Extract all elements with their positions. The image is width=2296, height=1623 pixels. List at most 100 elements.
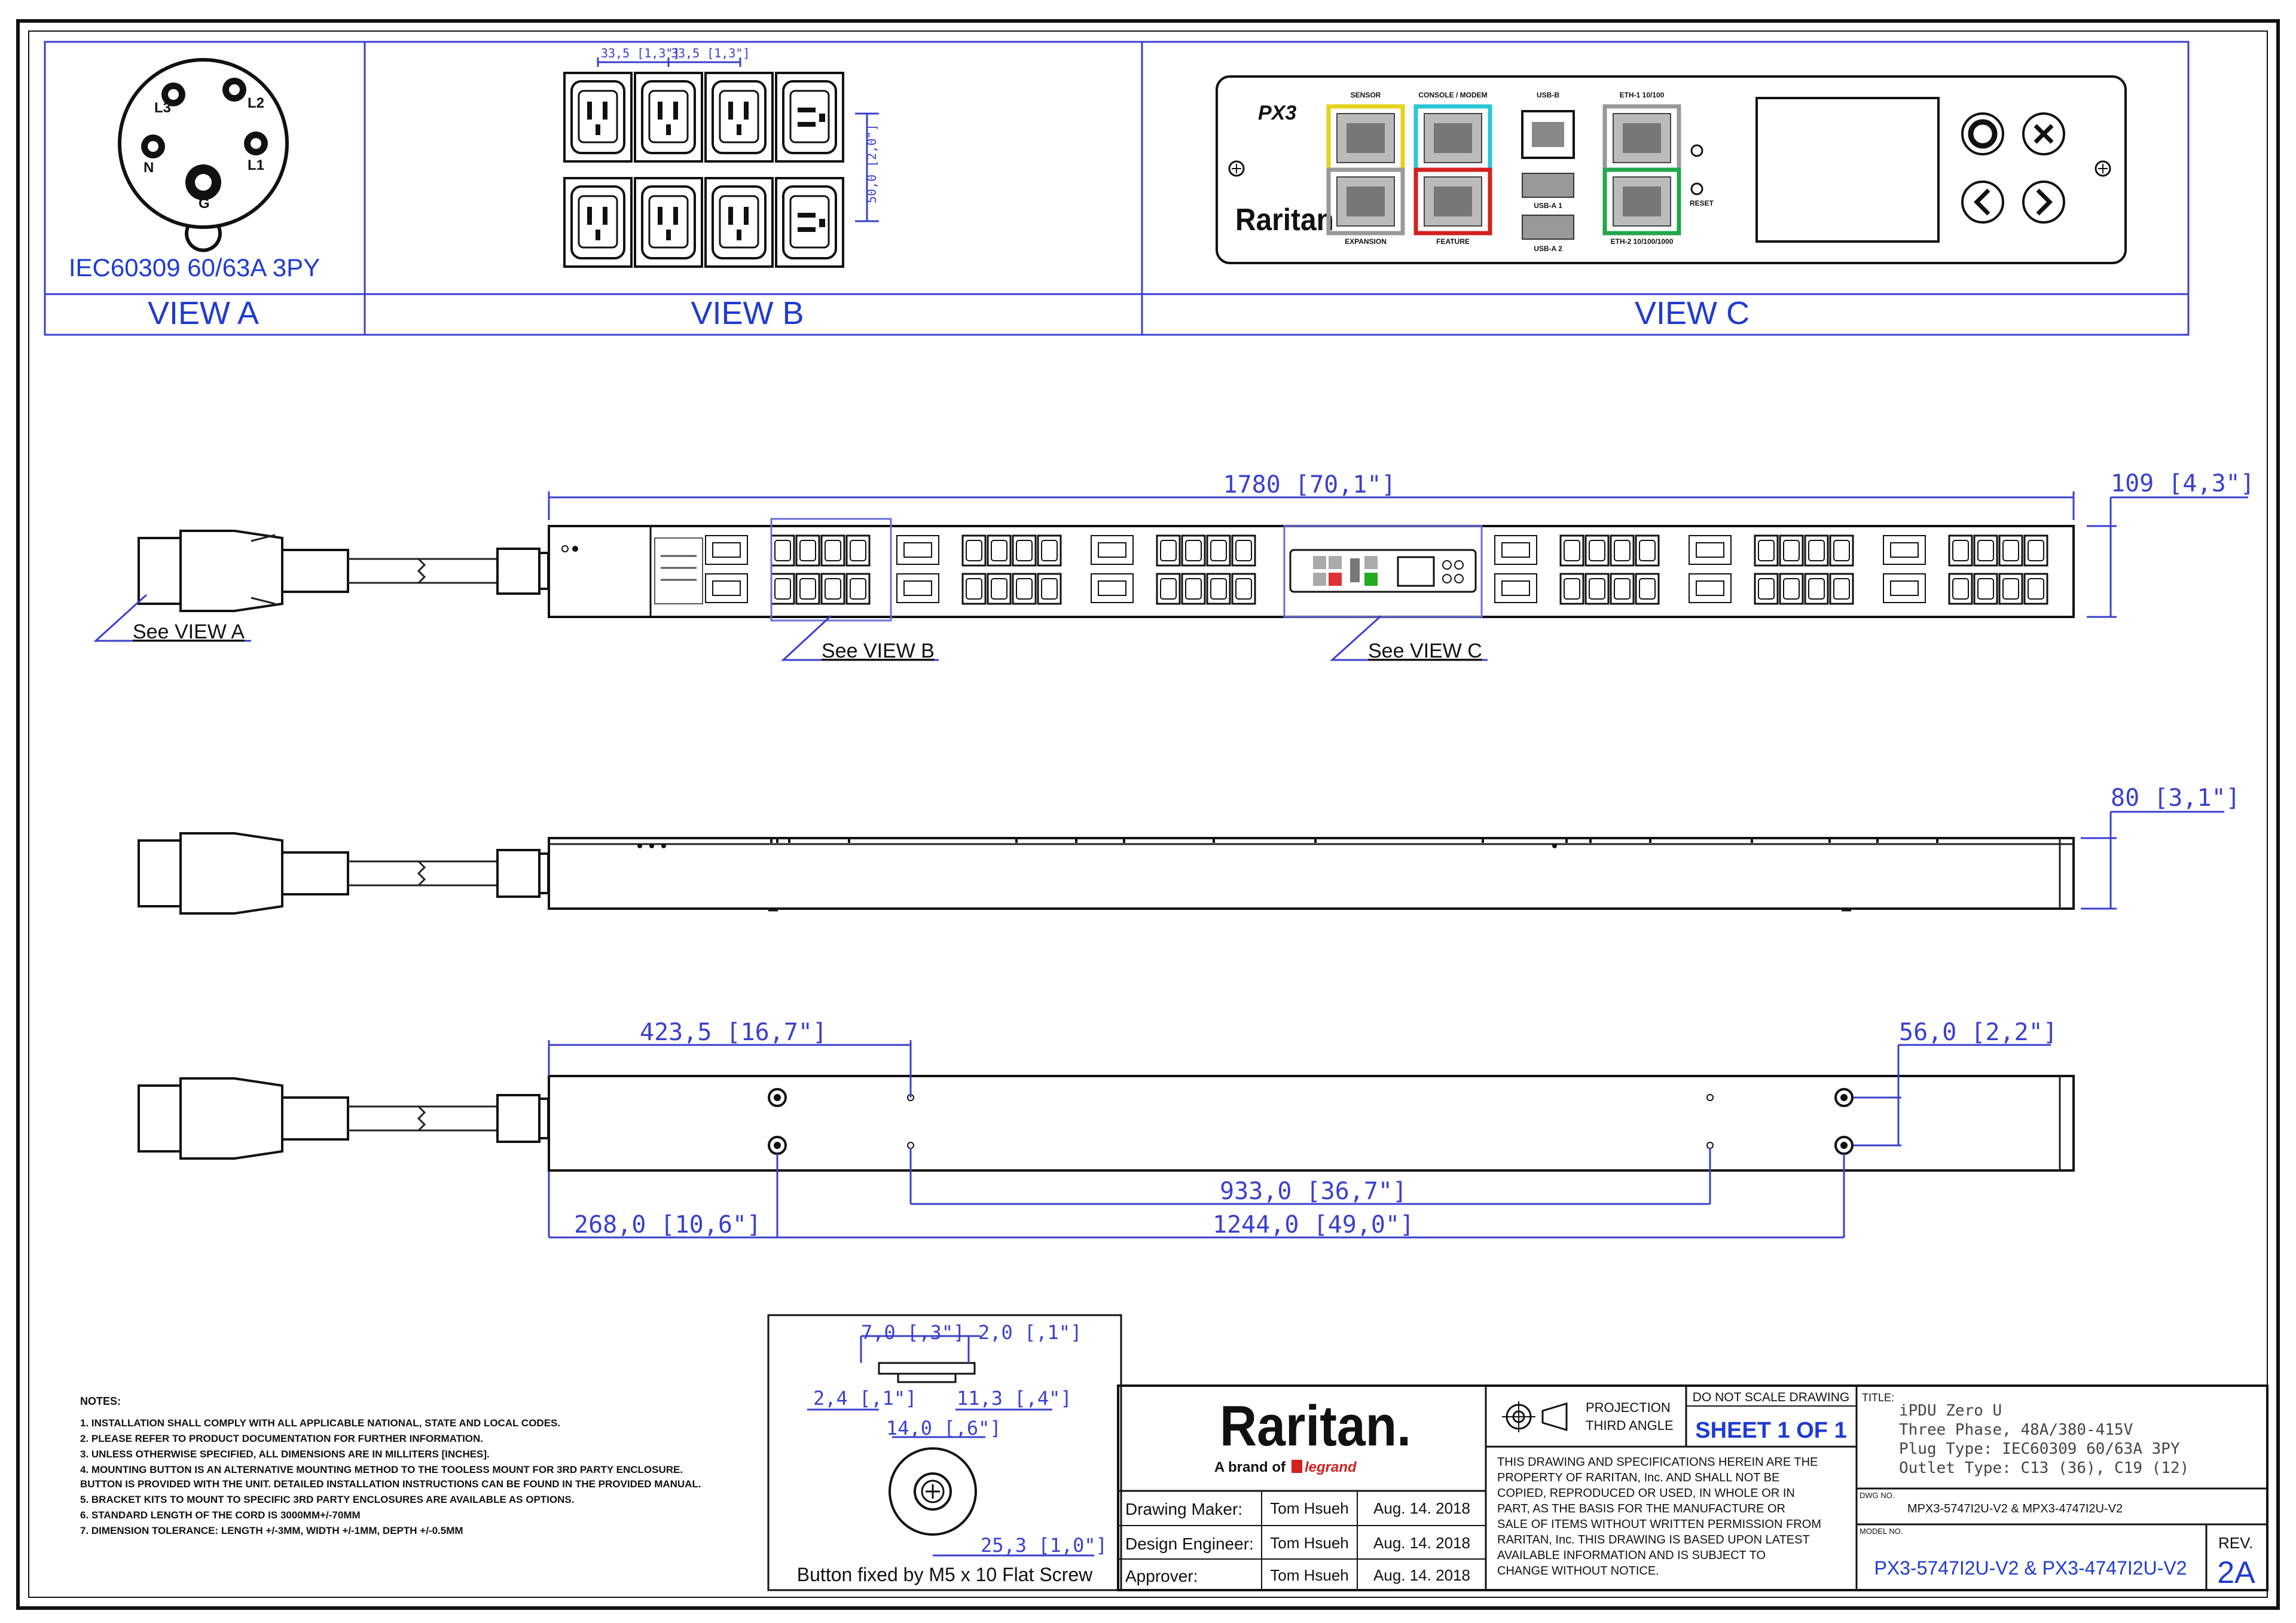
title-block: Raritan. A brand of legrand Drawing Make… xyxy=(1117,1384,2268,1591)
view-b-label: VIEW B xyxy=(691,295,804,331)
dwg-label: DWG NO. xyxy=(1860,1491,1895,1500)
button-dim-4: 11,3 [,4"] xyxy=(957,1387,1072,1410)
outlet-socket xyxy=(775,72,844,163)
callout-see-view-c: See VIEW C xyxy=(1368,640,1482,662)
dwg-number: MPX3-5747I2U-V2 & MPX3-4747I2U-V2 xyxy=(1907,1502,2123,1515)
front-outlet-banks xyxy=(561,534,2048,605)
view-a-plug-face: L3 L2 N L1 G IEC60309 60/63A 3PY xyxy=(69,58,320,282)
button-detail: 7,0 [,3"] 2,0 [,1"] 2,4 [,1"] 11,3 [,4"]… xyxy=(767,1314,1122,1591)
mounting-button-holes xyxy=(768,1088,1854,1155)
projection-line-1: PROJECTION xyxy=(1586,1400,1671,1415)
port-usb-b: USB-B xyxy=(1521,91,1575,159)
title-line-1: iPDU Zero U xyxy=(1899,1402,2002,1420)
front-length-dim: 1780 [70,1"] xyxy=(1223,471,1396,499)
sheet-border xyxy=(16,19,2280,1610)
role-design-engineer-name: Tom Hsueh xyxy=(1270,1534,1349,1552)
controller-model-badge: PX3 xyxy=(1258,102,1296,124)
title-line-4: Outlet Type: C13 (36), C19 (12) xyxy=(1899,1459,2189,1477)
port-eth2: ETH-2 10/100/1000 xyxy=(1602,167,1681,246)
legal-line-2: PROPERTY OF RARITAN, Inc. AND SHALL NOT … xyxy=(1497,1471,1779,1484)
right-arrow-button-icon xyxy=(2022,181,2065,224)
button-dim-3: 2,4 [,1"] xyxy=(813,1387,917,1410)
view-b-outlets xyxy=(563,72,844,268)
rev-label: REV. xyxy=(2218,1534,2253,1552)
plug-caption: IEC60309 60/63A 3PY xyxy=(69,253,320,282)
notes-block: NOTES: 1. INSTALLATION SHALL COMPLY WITH… xyxy=(80,1395,701,1536)
back-dim-4: 268,0 [10,6"] xyxy=(574,1211,761,1239)
note-7: 7. DIMENSION TOLERANCE: LENGTH +/-3MM, W… xyxy=(80,1525,463,1536)
port-expansion: EXPANSION xyxy=(1326,167,1405,246)
top-views-table: VIEW A VIEW B VIEW C xyxy=(44,41,2190,336)
title-label: TITLE: xyxy=(1862,1392,1894,1404)
legal-line-6: RARITAN, Inc. THIS DRAWING IS BASED UPON… xyxy=(1497,1533,1810,1546)
back-dim-1: 423,5 [16,7"] xyxy=(640,1019,827,1046)
reset-label: RESET xyxy=(1690,199,1714,207)
note-6: 6. STANDARD LENGTH OF THE CORD IS 3000MM… xyxy=(80,1509,361,1521)
left-arrow-button-icon xyxy=(1961,181,2004,224)
port-expansion-label: EXPANSION xyxy=(1345,237,1387,246)
title-logo-sub: A brand of xyxy=(1214,1459,1286,1475)
outlet-socket xyxy=(704,177,774,268)
legal-line-1: THIS DRAWING AND SPECIFICATIONS HEREIN A… xyxy=(1497,1456,1818,1469)
button-dim-6: 25,3 [1,0"] xyxy=(981,1534,1107,1557)
note-5: 5. BRACKET KITS TO MOUNT TO SPECIFIC 3RD… xyxy=(80,1494,574,1505)
port-usb-a1-label: USB-A 1 xyxy=(1534,201,1562,210)
port-usb-a2-label: USB-A 2 xyxy=(1534,244,1562,253)
ok-button-icon xyxy=(1961,112,2004,155)
back-dim-3: 933,0 [36,7"] xyxy=(1220,1178,1407,1205)
button-caption: Button fixed by M5 x 10 Flat Screw xyxy=(797,1564,1093,1585)
callout-see-view-a: See VIEW A xyxy=(133,621,245,643)
port-eth2-label: ETH-2 10/100/1000 xyxy=(1611,237,1674,246)
role-design-engineer-date: Aug. 14. 2018 xyxy=(1373,1534,1470,1552)
outlet-socket xyxy=(704,72,774,163)
role-approver-name: Tom Hsueh xyxy=(1270,1566,1349,1584)
back-dim-2: 56,0 [2,2"] xyxy=(1899,1019,2057,1046)
button-dim-2: 2,0 [,1"] xyxy=(978,1321,1082,1344)
input-plug-front xyxy=(138,530,549,612)
view-b-dim-1: 33,5 [1,3"] xyxy=(601,46,680,60)
view-c-label: VIEW C xyxy=(1635,295,1750,331)
note-3: 3. UNLESS OTHERWISE SPECIFIED, ALL DIMEN… xyxy=(80,1448,490,1460)
port-feature: FEATURE xyxy=(1413,167,1492,246)
view-c-controller: PX3 Raritan SENSOR CONSOLE / MODEM EXPAN… xyxy=(1216,75,2127,264)
pin-l1-label: L1 xyxy=(248,157,264,173)
port-usb-a2: USB-A 2 xyxy=(1522,215,1574,253)
note-4: 4. MOUNTING BUTTON IS AN ALTERNATIVE MOU… xyxy=(80,1464,683,1475)
role-drawing-maker: Drawing Maker: xyxy=(1125,1500,1242,1518)
button-dim-1: 7,0 [,3"] xyxy=(861,1321,964,1344)
role-drawing-maker-name: Tom Hsueh xyxy=(1270,1499,1349,1517)
projection-line-2: THIRD ANGLE xyxy=(1586,1418,1674,1433)
reset-button xyxy=(1690,182,1703,195)
model-number: PX3-5747I2U-V2 & PX3-4747I2U-V2 xyxy=(1874,1557,2187,1579)
button-dim-5: 14,0 [,6"] xyxy=(886,1417,1002,1439)
port-eth1-label: ETH-1 10/100 xyxy=(1620,91,1665,99)
legal-line-7: AVAILABLE INFORMATION AND IS SUBJECT TO xyxy=(1497,1549,1766,1562)
rev-value: 2A xyxy=(2217,1555,2255,1590)
note-1: 1. INSTALLATION SHALL COMPLY WITH ALL AP… xyxy=(80,1417,560,1429)
note-2: 2. PLEASE REFER TO PRODUCT DOCUMENTATION… xyxy=(80,1433,483,1444)
note-4b: BUTTON IS PROVIDED WITH THE UNIT. DETAIL… xyxy=(80,1478,701,1490)
port-usb-b-label: USB-B xyxy=(1537,91,1559,99)
role-approver: Approver: xyxy=(1125,1567,1198,1585)
notes-title: NOTES: xyxy=(80,1395,121,1407)
legal-line-8: CHANGE WITHOUT NOTICE. xyxy=(1497,1564,1659,1578)
pdu-chassis-back xyxy=(548,1075,2075,1172)
title-logo: Raritan. xyxy=(1220,1394,1411,1458)
port-usb-a1: USB-A 1 xyxy=(1522,173,1574,210)
title-line-2: Three Phase, 48A/380-415V xyxy=(1899,1421,2133,1439)
pin-n-label: N xyxy=(144,160,154,176)
pin-l3-label: L3 xyxy=(154,100,171,116)
view-b-dims: 33,5 [1,3"] 33,5 [1,3"] 50,0 [2,0"] xyxy=(597,46,879,222)
front-view: 1780 [70,1"] 109 [4,3"] See VIEW A See V… xyxy=(93,470,2255,662)
cancel-button-icon xyxy=(2022,112,2065,155)
title-logo-brand: legrand xyxy=(1305,1459,1357,1475)
model-label: MODEL NO. xyxy=(1860,1527,1903,1536)
side-depth-dim: 80 [3,1"] xyxy=(2111,784,2240,812)
title-line-3: Plug Type: IEC60309 60/63A 3PY xyxy=(1899,1440,2180,1458)
third-angle-projection-icon xyxy=(1502,1401,1568,1432)
sheet-number: SHEET 1 OF 1 xyxy=(1695,1418,1846,1443)
view-b-dim-3: 50,0 [2,0"] xyxy=(865,124,879,203)
outlet-socket xyxy=(775,177,844,268)
lcd-display xyxy=(1755,97,1940,243)
no-scale-note: DO NOT SCALE DRAWING xyxy=(1693,1390,1850,1404)
